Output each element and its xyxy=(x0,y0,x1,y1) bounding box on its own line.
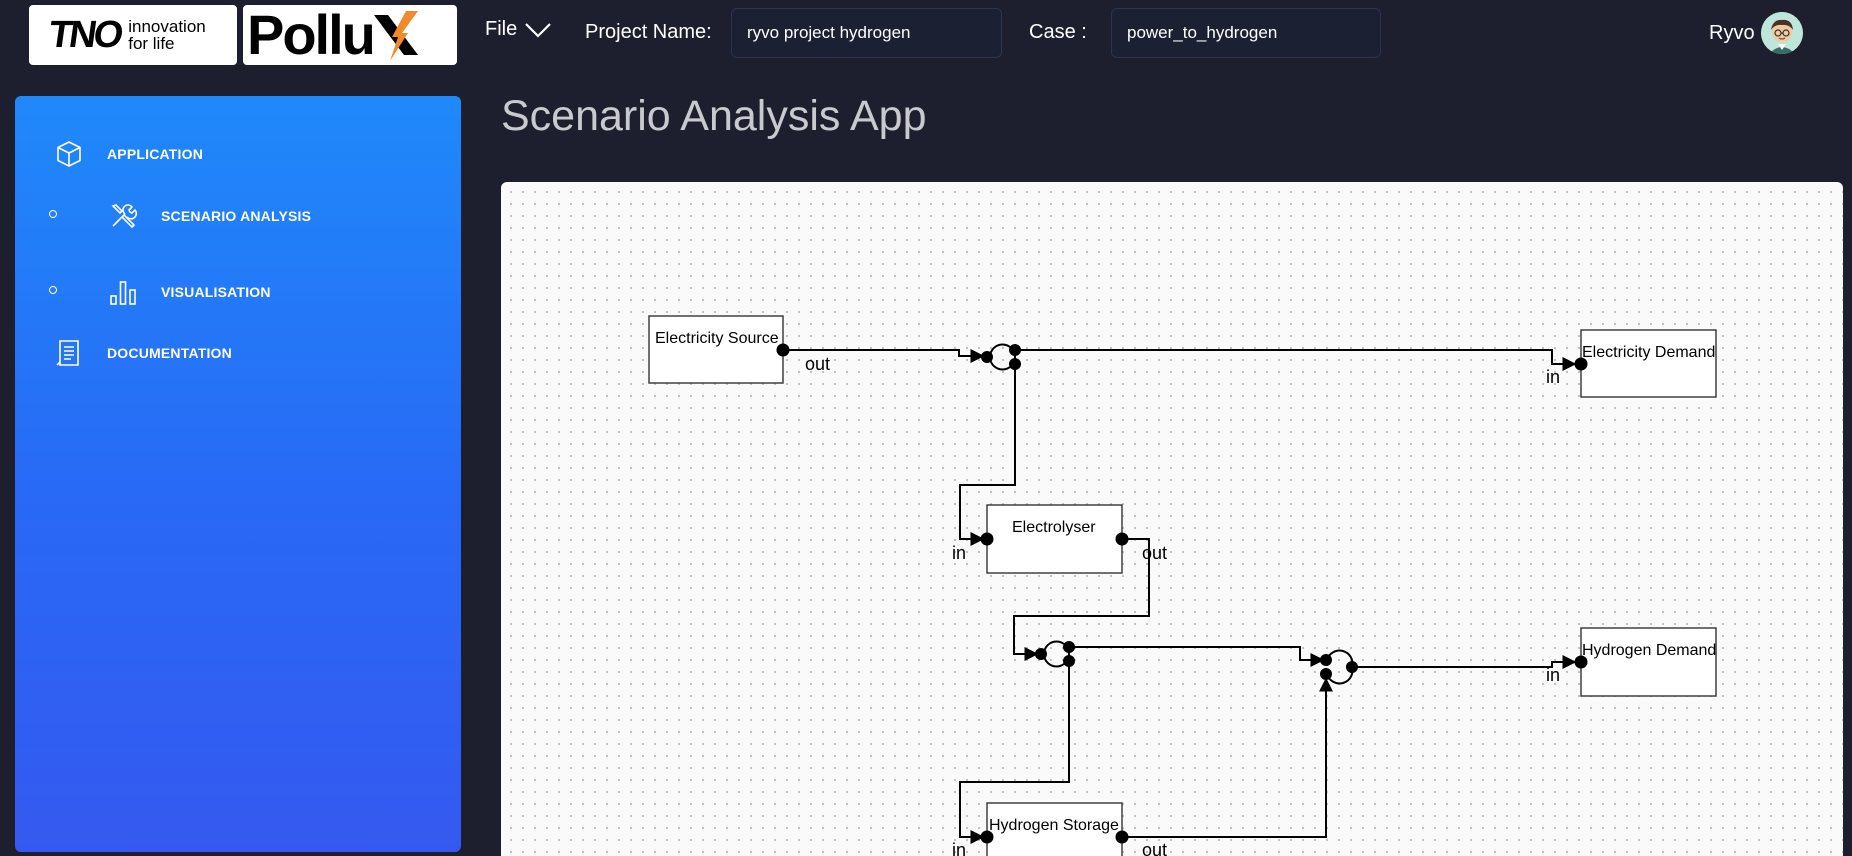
port-in[interactable] xyxy=(1574,357,1588,371)
sidebar-item-label: DOCUMENTATION xyxy=(107,345,232,361)
node-label: Electricity Demand xyxy=(1582,344,1715,361)
chevron-down-icon xyxy=(525,22,552,38)
port-label: out xyxy=(1142,840,1167,856)
node-electrolyser[interactable]: Electrolyser in out xyxy=(952,504,1167,574)
junction-3[interactable] xyxy=(1320,654,1358,680)
avatar-icon xyxy=(1760,12,1803,54)
top-bar: TNO innovation for life Pollu File Proje… xyxy=(0,0,1852,66)
node-electricity-demand[interactable]: Electricity Demand in xyxy=(1546,329,1717,398)
node-label: Hydrogen Storage xyxy=(989,817,1119,834)
cube-icon xyxy=(53,138,85,170)
sub-item-bullet xyxy=(49,210,57,218)
case-label: Case : xyxy=(1029,21,1087,43)
sidebar-item-scenario-analysis[interactable]: SCENARIO ANALYSIS xyxy=(107,200,311,232)
edge-junction-1-to-electrolyser xyxy=(959,364,1016,546)
sidebar-item-label: VISUALISATION xyxy=(161,284,271,300)
document-icon xyxy=(53,337,85,369)
node-label: Electricity Source xyxy=(655,330,779,347)
edge-storage-to-junction-3 xyxy=(1122,677,1333,838)
project-name-input[interactable] xyxy=(731,8,1002,58)
edge-junction-1-to-electricity-demand xyxy=(1015,349,1577,371)
port-label: in xyxy=(952,840,966,856)
file-menu[interactable]: File xyxy=(485,18,553,41)
port-out[interactable] xyxy=(1115,532,1129,546)
sidebar-item-visualisation[interactable]: VISUALISATION xyxy=(107,276,271,308)
sidebar-item-documentation[interactable]: DOCUMENTATION xyxy=(53,337,232,369)
port-in[interactable] xyxy=(980,532,994,546)
bar-chart-icon xyxy=(107,276,139,308)
port-label: in xyxy=(952,543,966,563)
flow-diagram: Electricity Source out Electricity Deman… xyxy=(648,315,1717,856)
pollux-logo: Pollu xyxy=(243,5,457,65)
sub-item-bullet xyxy=(49,286,57,294)
junction-2[interactable] xyxy=(1035,641,1075,667)
pollux-x-icon xyxy=(373,11,418,61)
sidebar-item-application[interactable]: APPLICATION xyxy=(53,138,203,170)
port-label: out xyxy=(1142,543,1167,563)
port-in[interactable] xyxy=(980,830,994,844)
node-hydrogen-demand[interactable]: Hydrogen Demand in xyxy=(1546,627,1717,697)
port-label: in xyxy=(1546,367,1560,387)
connections xyxy=(783,343,1577,844)
port-out[interactable] xyxy=(776,343,790,357)
node-label: Hydrogen Demand xyxy=(1582,642,1716,659)
port-label: out xyxy=(805,354,830,374)
port-out[interactable] xyxy=(1115,830,1129,844)
sidebar: APPLICATION SCENARIO ANALYSIS VISUALISAT… xyxy=(15,96,461,852)
project-name-label: Project Name: xyxy=(585,21,712,43)
edge-source-to-junction-1 xyxy=(783,349,985,363)
pollux-logo-word: Pollu xyxy=(247,3,376,66)
sidebar-item-label: SCENARIO ANALYSIS xyxy=(161,208,312,224)
user-name: Ryvo xyxy=(1709,21,1755,44)
edge-junction-2-to-junction-3 xyxy=(1069,646,1325,667)
tools-icon xyxy=(107,200,139,232)
tno-logo-tagline: innovation for life xyxy=(128,17,206,53)
node-hydrogen-storage[interactable]: Hydrogen Storage in out xyxy=(952,802,1167,856)
junction-1[interactable] xyxy=(981,344,1021,370)
page-title: Scenario Analysis App xyxy=(501,92,927,140)
avatar[interactable] xyxy=(1760,12,1803,54)
file-menu-label: File xyxy=(485,18,518,40)
case-input[interactable] xyxy=(1111,8,1381,58)
tno-logo-mark: TNO xyxy=(46,13,124,56)
port-in[interactable] xyxy=(1574,655,1588,669)
node-electricity-source[interactable]: Electricity Source out xyxy=(648,315,830,384)
edge-junction-3-to-hydrogen-demand xyxy=(1352,655,1577,669)
node-label: Electrolyser xyxy=(1012,519,1096,536)
diagram-canvas[interactable]: Electricity Source out Electricity Deman… xyxy=(501,182,1843,856)
tno-logo: TNO innovation for life xyxy=(29,5,237,65)
sidebar-item-label: APPLICATION xyxy=(107,146,204,162)
user-menu[interactable]: Ryvo xyxy=(1709,12,1803,54)
edge-junction-2-to-storage xyxy=(959,661,1070,844)
edge-electrolyser-to-junction-2 xyxy=(1013,538,1150,661)
port-label: in xyxy=(1546,665,1560,685)
